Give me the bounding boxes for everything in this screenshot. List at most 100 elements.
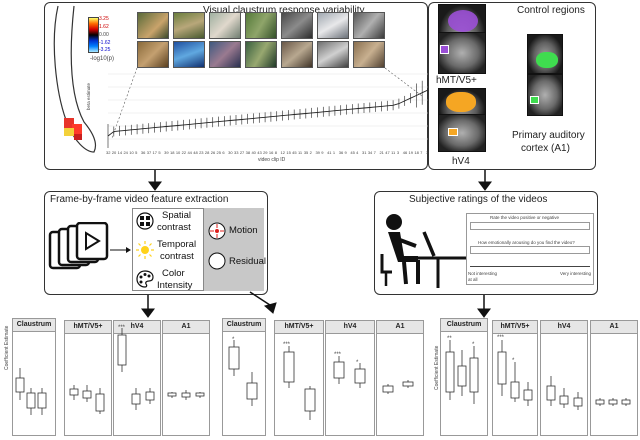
br-claus-star: * (472, 342, 475, 348)
clip-id-label: 41 (327, 150, 332, 155)
rating-form (466, 213, 594, 285)
bm-header: A1 (377, 321, 423, 334)
bm-hmt-star: *** (283, 342, 291, 348)
hv4-roi-highlight (446, 92, 476, 112)
clip-id-label: 46 (402, 150, 408, 155)
hv4-roi-marker (448, 128, 458, 136)
hmt-roi-highlight (448, 10, 478, 32)
clip-id-label: 1 (332, 150, 336, 155)
bl-claustrum-panel: Claustrum (12, 318, 56, 436)
bm-a1-panel: A1 (376, 320, 424, 436)
valence-scale[interactable] (470, 222, 590, 230)
video-thumbnail (209, 12, 241, 39)
clip-id-label: 40 (251, 150, 256, 155)
colorbar-tick: 0.00 (99, 32, 109, 38)
video-thumbnail (209, 41, 241, 68)
clip-id-label: 21 (379, 150, 384, 155)
clip-id-label: 15 (286, 150, 291, 155)
clip-id-label: 36 (338, 150, 344, 155)
clip-id-label: 39 (164, 150, 169, 155)
clip-id-label: 36 (140, 150, 146, 155)
colorbar-tick: 3.25 (99, 16, 109, 22)
br-header: hV4 (541, 321, 587, 334)
clip-id-label: 39 (315, 150, 320, 155)
colorbar-tick: -3.25 (99, 47, 111, 53)
interest-slider-track[interactable] (470, 266, 590, 267)
spatial-label-2: contrast (157, 222, 191, 233)
control-regions-title: Control regions (517, 5, 585, 16)
clip-id-label: 5 (135, 150, 138, 155)
clip-id-label: 32 (106, 150, 111, 155)
video-thumbnail (245, 12, 277, 39)
clip-id-label: 19 (408, 150, 413, 155)
temporal-contrast-icon (136, 241, 154, 259)
br-claus-star: ** (447, 336, 452, 342)
rating-question-valence: Rate the video positive or negative (490, 215, 560, 220)
ratings-panel-title: Subjective ratings of the videos (409, 194, 548, 205)
beta-estimate-chart (107, 73, 428, 148)
bm-header: hV4 (326, 321, 374, 334)
clip-id-label: 37 (146, 150, 152, 155)
clip-id-label: 45 (292, 150, 297, 155)
bl-header: Claustrum (13, 319, 55, 332)
clip-id-label: 28 (204, 150, 210, 155)
br-header: hMT/V5+ (493, 321, 537, 334)
clip-id-label: 4 (356, 150, 359, 155)
hmt-roi-marker (440, 45, 449, 54)
video-thumbnail (317, 41, 349, 68)
a1-roi-marker (530, 96, 539, 104)
bm-header: Claustrum (223, 319, 265, 332)
residual-label: Residual (229, 256, 266, 267)
br-header: Claustrum (441, 319, 487, 332)
clip-id-label: 18 (414, 150, 419, 155)
bm-claus-star: * (232, 337, 235, 343)
motion-label: Motion (229, 225, 258, 236)
clip-id-label: 45 (350, 150, 355, 155)
bm-header: hMT/V5+ (275, 321, 323, 334)
claustrum-outline-drawing (53, 5, 97, 153)
bm-hv4-star: *** (334, 352, 342, 358)
video-thumbnail (353, 41, 385, 68)
a1-zoom-slice (527, 74, 563, 116)
bm-hmt-panel: hMT/V5+ (274, 320, 324, 436)
clip-id-label: 34 (367, 150, 373, 155)
motion-icon (208, 222, 226, 240)
clip-id-label: 24 (123, 150, 128, 155)
clip-id-label: 10 (129, 150, 134, 155)
video-thumbnail (137, 12, 169, 39)
spatial-label-1: Spatial (162, 210, 192, 221)
clip-id-label: 22 (181, 150, 187, 155)
person-at-computer-icon (380, 214, 468, 288)
clip-id-label: 30 (228, 150, 233, 155)
clip-id-label: 8 (274, 150, 277, 155)
hmt-label: hMT/V5+ (436, 75, 477, 86)
residual-icon (208, 252, 226, 270)
clip-id-label: 11 (298, 150, 303, 155)
feature-panel-title: Frame-by-frame video feature extraction (50, 194, 229, 205)
interest-left-label-1: Not interesting (468, 271, 498, 276)
clip-id-label: 16 (268, 150, 274, 155)
clip-id-label: 14 (117, 150, 123, 155)
claustrum-panel-title: Visual claustrum response variability (203, 5, 365, 16)
bm-hv4-panel: hV4 (325, 320, 375, 436)
clip-id-label: 11 (391, 150, 396, 155)
clip-id-label: 29 (263, 150, 268, 155)
clip-id-label: 25 (216, 150, 221, 155)
clip-id-label: 20 (111, 150, 117, 155)
bl-header: hV4 (114, 321, 160, 334)
motion-residual-box (203, 208, 264, 291)
hv4-zoom-slice (438, 114, 486, 152)
clip-id-label: 43 (257, 150, 262, 155)
br-a1-panel: A1 (590, 320, 638, 436)
colorbar-tick: -1.62 (99, 40, 111, 46)
temporal-label-2: contrast (160, 251, 194, 262)
interest-right-label: Very interesting (560, 271, 592, 276)
color-palette-icon (136, 270, 154, 288)
clip-id-label: 3 (426, 150, 428, 155)
interest-left-label-2: at all (468, 277, 478, 282)
arousal-scale[interactable] (470, 246, 590, 254)
color-label-2: Intensity (157, 280, 193, 291)
